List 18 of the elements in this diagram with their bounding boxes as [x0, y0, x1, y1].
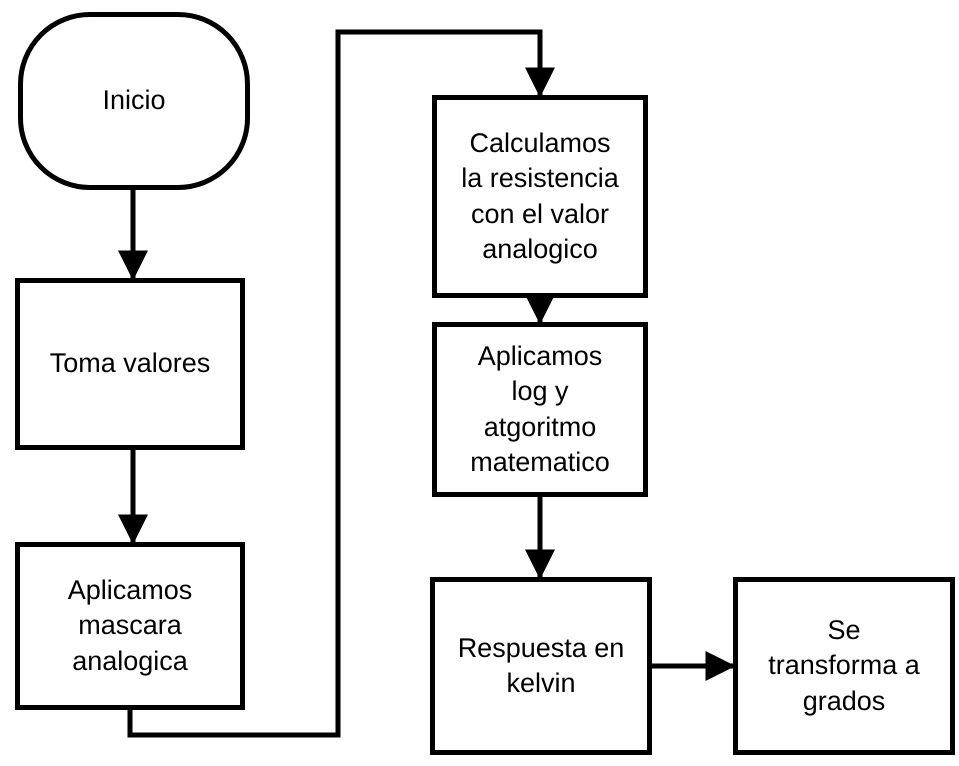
- process-box: [432, 322, 648, 497]
- process-box: [430, 577, 652, 755]
- node-label: Inicio: [102, 84, 166, 118]
- arrow: [652, 651, 736, 681]
- process-box: [432, 95, 648, 298]
- process-box: [15, 278, 245, 450]
- process-box: [15, 542, 245, 710]
- arrow: [118, 450, 148, 544]
- arrow: [118, 190, 148, 280]
- node-label: Aplicamos mascara analogica: [66, 574, 194, 678]
- process-box: [733, 577, 955, 755]
- node-label: Toma valores: [50, 347, 210, 380]
- node-label: Se transforma a grados: [767, 614, 921, 718]
- arrow: [128, 30, 555, 738]
- node-label: Respuesta en kelvin: [457, 632, 625, 700]
- node-label: Aplicamos log y atgoritmo matematico: [469, 340, 611, 479]
- arrow: [525, 497, 555, 580]
- node-label: Calculamos la resistencia con el valor analogico: [460, 127, 620, 266]
